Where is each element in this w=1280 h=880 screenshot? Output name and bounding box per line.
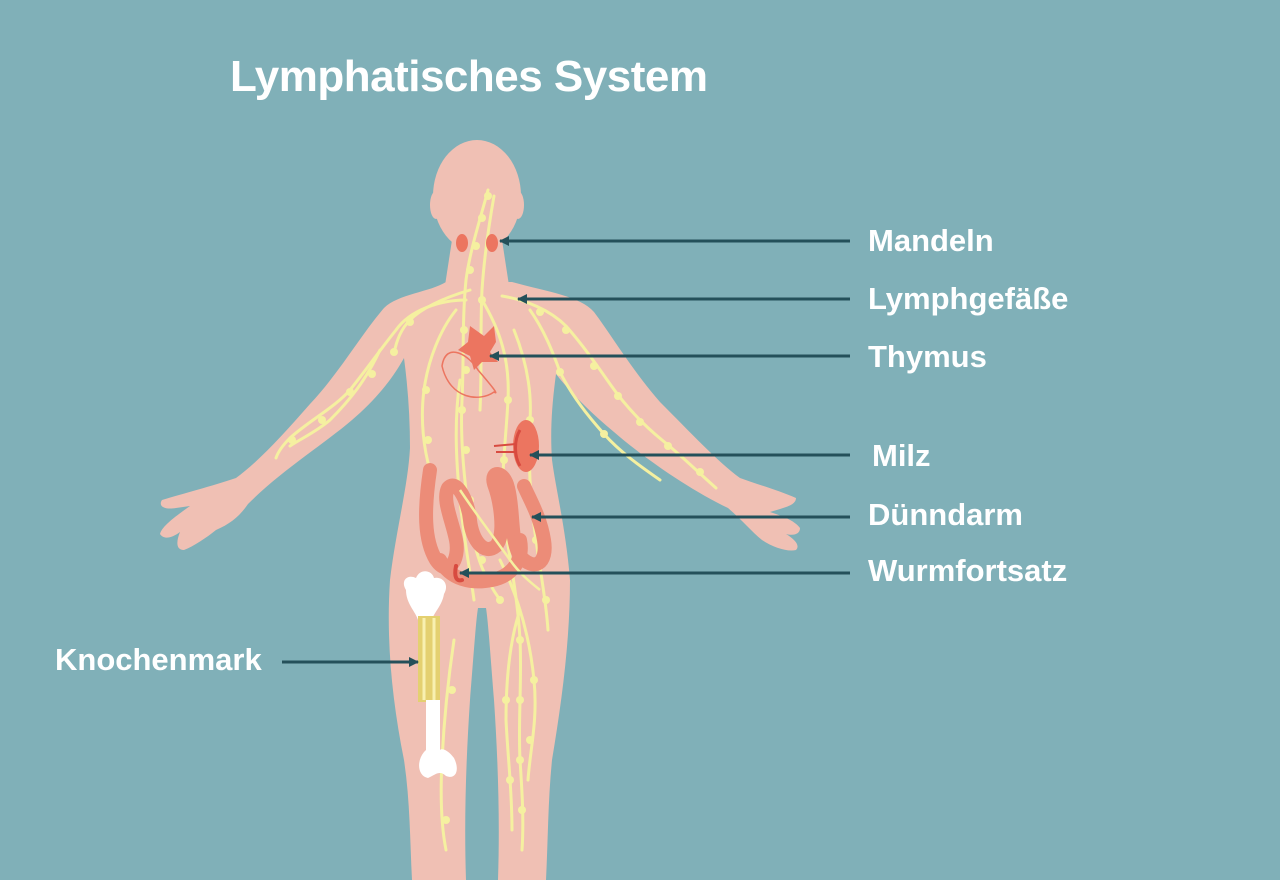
label-wurmfortsatz: Wurmfortsatz	[868, 553, 1068, 588]
label-duenndarm: Dünndarm	[868, 497, 1023, 532]
femur-bone	[403, 571, 457, 778]
intestine-lymph-overlay	[458, 489, 541, 591]
label-mandeln: Mandeln	[868, 223, 994, 258]
lymph-nodes	[288, 192, 704, 824]
label-arrows	[282, 236, 850, 667]
body-silhouette	[160, 140, 800, 880]
thymus-organ	[441, 326, 498, 398]
diagram-title: Lymphatisches System	[230, 52, 708, 101]
appendix-organ	[453, 564, 464, 583]
tonsils	[456, 234, 498, 252]
label-knochenmark: Knochenmark	[55, 642, 262, 677]
label-thymus: Thymus	[868, 339, 987, 374]
label-milz: Milz	[872, 438, 931, 473]
small-intestine-organ	[419, 463, 552, 589]
label-lymphgefaesse: Lymphgefäße	[868, 281, 1069, 316]
